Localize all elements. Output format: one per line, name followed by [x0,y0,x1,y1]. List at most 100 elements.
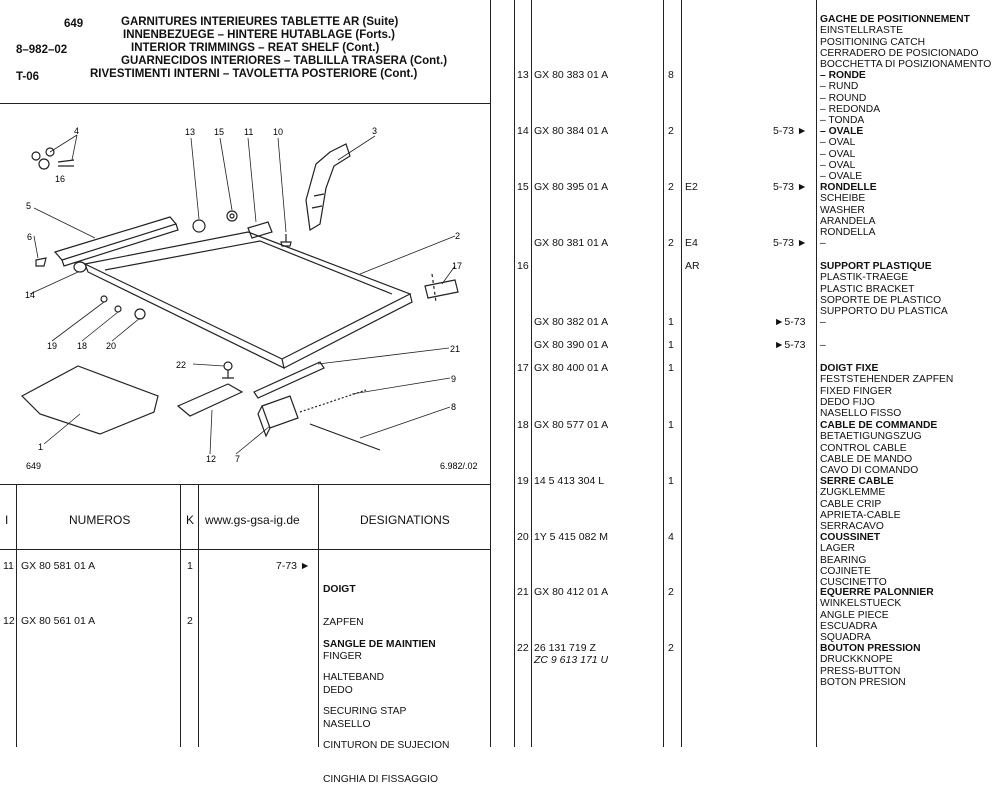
part-5-rail [53,216,178,261]
desc-line: BOCCHETTA DI POSIZIONAMENTO [820,59,992,71]
desc-line: POSITIONING CATCH [820,36,926,48]
item-index: 13 [517,69,529,81]
part-number-alt: ZC 9 613 171 U [534,654,609,666]
callout-15: 15 [214,127,224,137]
desc-line: SOPORTE DE PLASTICO [820,294,942,306]
header-col-k: K [186,513,195,527]
shelf-board [83,231,412,360]
desc-line: FESTSTEHENDER ZAPFEN [820,374,954,386]
callout-13: 13 [185,127,195,137]
quantity: 2 [187,615,193,627]
designation: – [820,317,826,328]
header-col-numeros: NUMEROS [69,513,131,527]
desc-line: SQUADRA [820,632,871,644]
callout-17: 17 [452,261,462,271]
callout-6: 6 [27,232,32,242]
section-code: T-06 [16,71,40,83]
divider [490,0,491,747]
part-22 [223,361,233,371]
desc-line: ZUGKLEMME [820,487,886,499]
desc-line: – OVALE [820,126,864,137]
callout-3: 3 [372,126,377,136]
callout-5: 5 [26,201,31,211]
designation: – RONDE– RUND– ROUND– REDONDA– TONDA [820,70,880,126]
callout-4: 4 [74,126,79,136]
desc-line: DEDO FIJO [820,396,875,408]
part-15 [226,210,238,222]
desc-line: APRIETA-CABLE [820,509,901,521]
designation: SANGLE DE MAINTIEN HALTEBAND SECURING ST… [323,616,449,808]
date-marker: 5-73 ► [773,181,808,193]
desc-line: ARANDELA [820,215,876,227]
callout-2: 2 [455,231,460,241]
part-number: 26 131 719 Z [534,642,596,654]
desc-line: CERRADERO DE POSICIONADO [820,47,979,59]
desc-line: – OVAL [820,137,856,149]
part-number: GX 80 382 01 A [534,316,609,328]
desc-line: ANGLE PIECE [820,609,889,621]
title-block: GARNITURES INTERIEURES TABLETTE AR (Suit… [90,16,448,81]
part-7 [261,395,299,429]
desc-line: BETAETIGUNGSZUG [820,431,922,443]
desc-line: NASELLO [323,719,371,731]
callout-19: 19 [47,341,57,351]
desc-line: RONDELLA [820,227,876,239]
desc-line: – [820,317,826,328]
quantity: 2 [668,125,674,137]
divider [198,484,199,747]
quantity: 1 [668,362,674,374]
part-14 [73,261,87,273]
callout-12: 12 [206,454,216,464]
part-number: 14 5 413 304 L [534,475,605,487]
callout-8: 8 [451,402,456,412]
quantity: 2 [668,642,674,654]
divider [180,484,181,747]
desc-line: – ROUND [820,92,867,104]
title-es: GUARNECIDOS INTERIORES – TABLILLA TRASER… [121,55,448,67]
desc-line: FIXED FINGER [820,385,893,397]
desc-line: WASHER [820,204,865,216]
divider [816,0,817,747]
exploded-parts-drawing: 4 16 5 6 14 13 15 11 10 3 2 17 19 18 20 … [21,126,478,471]
desc-line: GACHE DE POSITIONNEMENT [820,14,970,25]
quantity: 1 [668,419,674,431]
desc-line: ZAPFEN [323,617,364,629]
desc-line: COUSSINET [820,532,881,543]
desc-line: CABLE DE MANDO [820,453,913,465]
header-col-designations: DESIGNATIONS [360,513,450,527]
title-de: INNENBEZUEGE – HINTERE HUTABLAGE (Forts.… [123,29,395,41]
title-it: RIVESTIMENTI INTERNI – TAVOLETTA POSTERI… [90,68,418,80]
date-marker: 7-73 ► [276,560,311,572]
callout-10: 10 [273,127,283,137]
variant-code: E2 [685,181,698,193]
desc-line: CAVO DI COMANDO [820,465,919,477]
desc-line: – TONDA [820,115,865,127]
designation: – [820,340,826,351]
divider [0,103,490,104]
callout-21: 21 [450,344,460,354]
part-number: GX 80 395 01 A [534,181,609,193]
desc-line: – OVALE [820,171,863,183]
desc-line: CINGHIA DI FISSAGGIO [323,774,439,786]
divider [663,0,664,747]
part-20 [134,308,146,320]
part-number: 1Y 5 415 082 M [534,531,608,543]
part-13 [192,219,206,233]
divider [681,0,682,747]
desc-line: HALTEBAND [323,672,385,684]
quantity: 8 [668,69,674,81]
date-marker: 5-73 ► [773,125,808,137]
variant-code: E4 [685,237,698,249]
desc-line: SANGLE DE MAINTIEN [323,638,436,650]
desc-line: – OVAL [820,159,856,171]
desc-line: SUPPORTO DU PLASTICA [820,306,948,318]
desc-line: CONTROL CABLE [820,442,907,454]
date-marker: ►5-73 [774,339,806,351]
desc-line: WINKELSTUECK [820,598,902,610]
callout-1: 1 [38,442,43,452]
